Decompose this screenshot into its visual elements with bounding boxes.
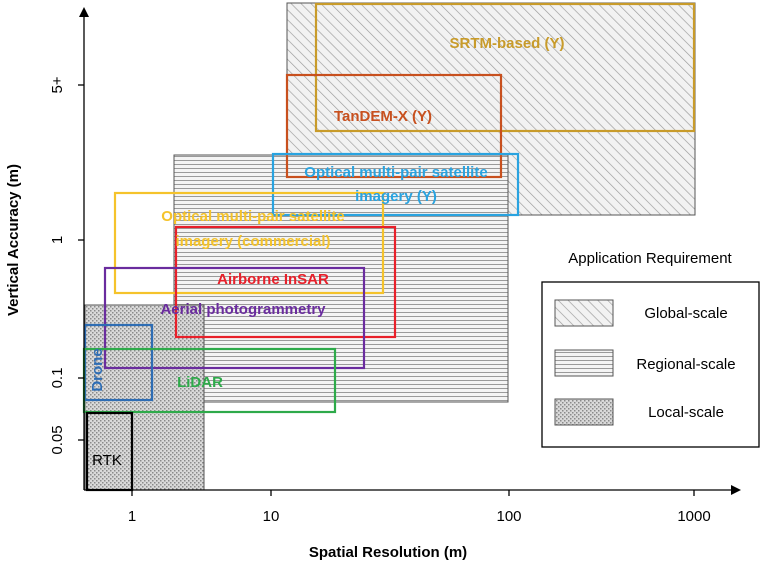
axes: 1 10 100 1000 5+ 1 0.1 0.05 Spatial Reso…: [5, 7, 741, 561]
x-axis-title: Spatial Resolution (m): [309, 544, 467, 561]
legend-title: Application Requirement: [568, 250, 732, 267]
legend-swatch-regional: [554, 349, 614, 377]
y-tick-label-5plus: 5+: [49, 76, 66, 93]
label-optical-y-line1: Optical multi-pair satellite: [304, 164, 487, 181]
box-aerial-photogrammetry: [103, 266, 366, 370]
label-optical-commercial-line1: Optical multi-pair satellite: [161, 208, 344, 225]
x-tick-label-1: 1: [128, 508, 136, 525]
box-srtm: [314, 2, 696, 133]
label-aerial-photogrammetry: Aerial photogrammetry: [160, 301, 326, 318]
box-optical-commercial: [113, 191, 385, 295]
zone-regional: [173, 154, 509, 403]
label-drone: Drone: [89, 348, 106, 391]
product-labels: SRTM-based (Y) TanDEM-X (Y) Optical mult…: [89, 35, 565, 469]
y-tick-label-0-05: 0.05: [49, 425, 66, 454]
label-rtk: RTK: [92, 452, 122, 469]
label-tandem: TanDEM-X (Y): [334, 108, 432, 125]
label-airborne-insar: Airborne InSAR: [217, 271, 329, 288]
label-optical-y-line2: imagery (Y): [355, 188, 437, 205]
x-tick-label-1000: 1000: [677, 508, 710, 525]
legend-label-global: Global-scale: [644, 305, 727, 322]
box-tandem: [285, 73, 503, 179]
product-boxes: [82, 2, 696, 492]
label-lidar: LiDAR: [177, 374, 223, 391]
legend-label-regional: Regional-scale: [636, 356, 735, 373]
x-tick-label-100: 100: [496, 508, 521, 525]
label-optical-commercial-line2: imagery (commercial): [175, 233, 330, 250]
legend-swatch-global: [554, 299, 614, 327]
y-axis-title: Vertical Accuracy (m): [5, 164, 22, 316]
legend-label-local: Local-scale: [648, 404, 724, 421]
application-zones: [84, 2, 696, 491]
label-srtm: SRTM-based (Y): [449, 35, 564, 52]
y-tick-label-0-1: 0.1: [49, 368, 66, 389]
box-optical-y: [271, 152, 520, 217]
legend-swatch-local: [554, 398, 614, 426]
legend: Application Requirement Global-scale Reg…: [541, 250, 760, 448]
x-tick-label-10: 10: [263, 508, 280, 525]
y-tick-label-1: 1: [49, 236, 66, 244]
box-airborne-insar: [174, 225, 397, 339]
